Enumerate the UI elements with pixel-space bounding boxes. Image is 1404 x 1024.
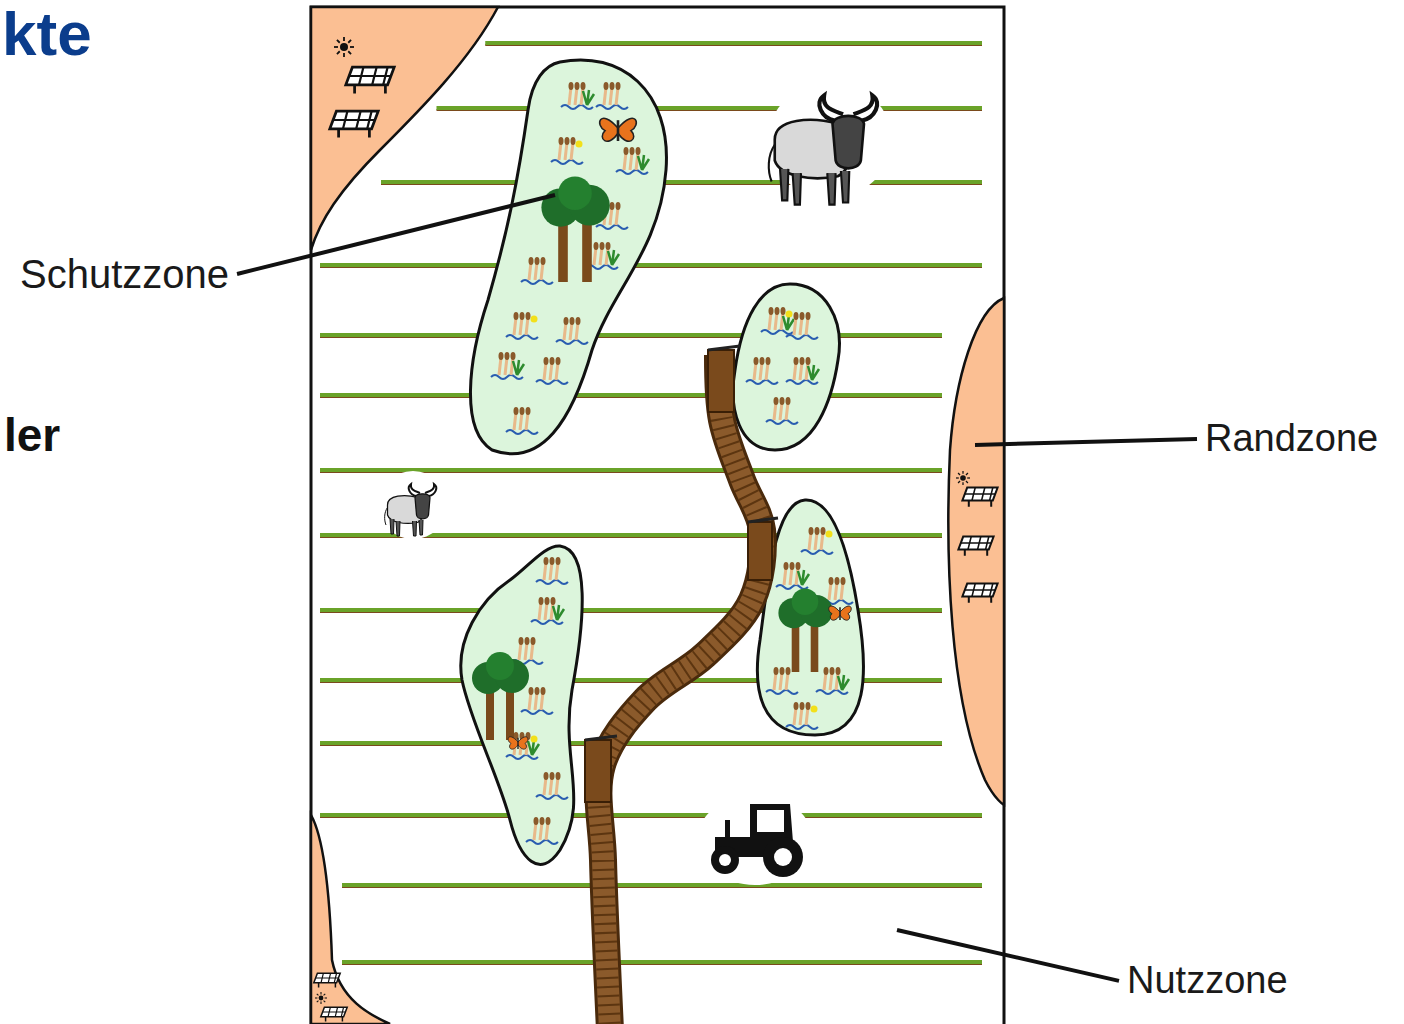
crop-row-soil bbox=[342, 963, 982, 965]
crop-row-soil bbox=[320, 266, 982, 268]
field bbox=[311, 7, 1004, 1024]
sun-icon bbox=[956, 471, 970, 485]
butterfly bbox=[508, 737, 528, 749]
icon-ground bbox=[697, 795, 813, 885]
edge-zone bbox=[311, 815, 390, 1024]
crop-row-soil bbox=[342, 886, 982, 888]
crop-row bbox=[381, 180, 982, 184]
crop-row-soil bbox=[320, 744, 942, 746]
leader-line bbox=[975, 439, 1197, 445]
crop-row-soil bbox=[381, 183, 982, 185]
zone-label: Schutzzone bbox=[20, 252, 229, 296]
sun-icon bbox=[315, 992, 327, 1004]
edge-zone bbox=[948, 298, 1004, 805]
sun-icon bbox=[334, 37, 354, 57]
crop-row-soil bbox=[320, 816, 982, 818]
buffalo-icon bbox=[385, 484, 437, 536]
crop-row bbox=[320, 393, 942, 397]
crop-row bbox=[320, 813, 982, 817]
solar-panel-icon bbox=[346, 67, 394, 93]
crop-row-soil bbox=[320, 336, 942, 338]
leader-lines bbox=[237, 195, 1197, 981]
solar-panel-icon bbox=[958, 537, 993, 556]
butterfly bbox=[600, 118, 637, 141]
icon-ground bbox=[378, 471, 448, 539]
crop-row-soil bbox=[437, 109, 983, 111]
crop-row-soil bbox=[485, 44, 982, 46]
tree bbox=[541, 176, 609, 282]
solar-panel-icon bbox=[321, 1007, 347, 1021]
crop-row bbox=[320, 741, 942, 745]
protection-zones bbox=[461, 60, 864, 865]
leader-line bbox=[897, 930, 1119, 981]
protection-zone bbox=[733, 284, 839, 450]
edge-zone bbox=[311, 7, 498, 250]
crop-row bbox=[320, 263, 982, 267]
zone-label: Nutzzone bbox=[1127, 960, 1288, 1002]
tree bbox=[472, 652, 529, 740]
crop-row bbox=[485, 41, 982, 45]
butterfly bbox=[829, 606, 852, 620]
slide-heading: ler bbox=[4, 410, 60, 461]
tree bbox=[778, 588, 832, 672]
crop-row bbox=[437, 106, 983, 110]
protection-zone bbox=[470, 60, 666, 454]
crop-row-soil bbox=[320, 396, 942, 398]
field-frame bbox=[311, 7, 1004, 1024]
protection-zone bbox=[461, 546, 582, 864]
solar-panel-icon bbox=[962, 488, 997, 507]
crop-row bbox=[342, 883, 982, 887]
boardwalk bbox=[585, 346, 778, 1024]
solar-panel-icon bbox=[330, 111, 378, 137]
crop-row bbox=[320, 333, 942, 337]
solar-panel-icon bbox=[962, 584, 997, 603]
solar-panel-icon bbox=[314, 973, 340, 987]
zone-label: Randzone bbox=[1205, 418, 1378, 460]
leader-line bbox=[237, 195, 555, 274]
crop-row bbox=[342, 960, 982, 964]
buffalo-icon bbox=[769, 95, 877, 204]
tractor-icon bbox=[711, 804, 803, 877]
slide-title: kte bbox=[2, 0, 92, 68]
